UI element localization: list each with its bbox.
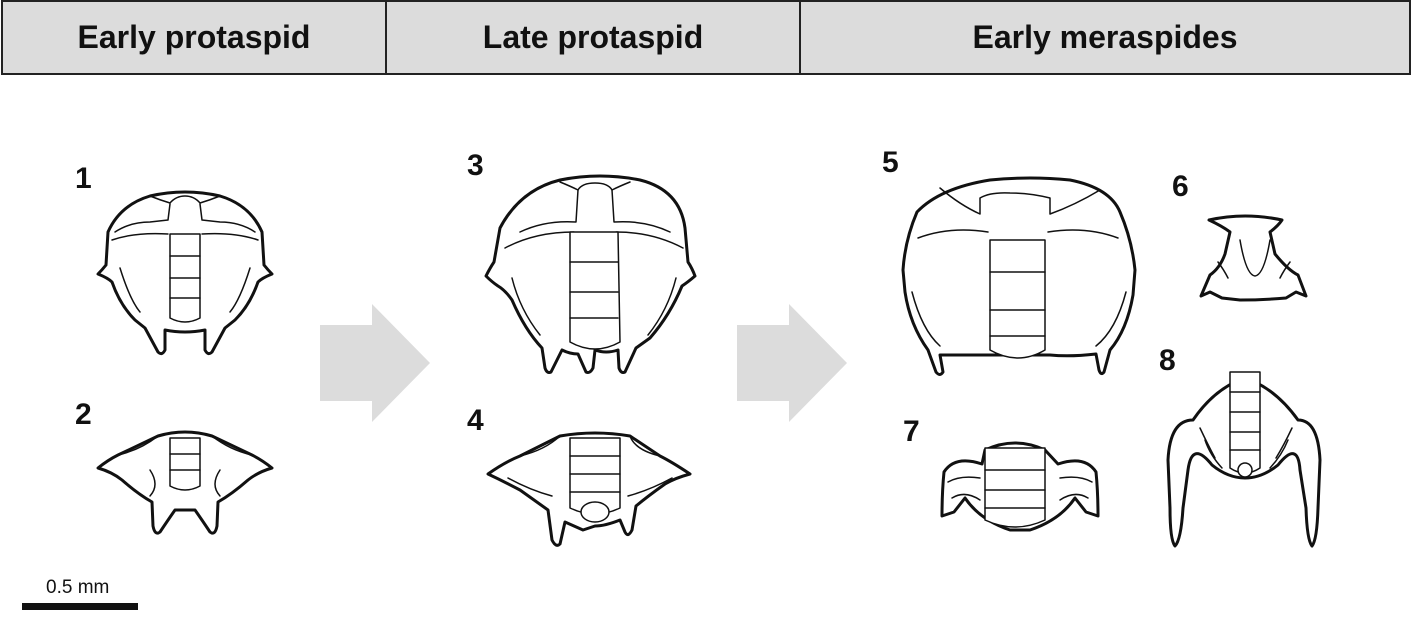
header-early-meraspides: Early meraspides [799,2,1409,73]
header-early-protaspid: Early protaspid [77,19,311,55]
stage-arrow-2 [737,304,847,422]
label-specimen-2: 2 [75,398,92,431]
label-specimen-6: 6 [1172,170,1189,203]
specimen-7-drawing [940,441,1100,532]
stage-arrow-1 [320,304,430,422]
label-specimen-3: 3 [467,149,484,182]
specimen-2-drawing [96,430,274,535]
specimen-8-drawing [1166,371,1322,548]
stage-header: Early protaspid Late protaspid Early mer… [1,0,1411,75]
label-specimen-1: 1 [75,162,92,195]
specimen-6-drawing [1199,214,1308,302]
specimen-5-drawing [901,176,1137,376]
scale-bar-label: 0.5 mm [46,577,109,598]
label-specimen-4: 4 [467,404,484,437]
header-late-protaspid: Late protaspid [385,2,799,73]
specimen-4-drawing [486,431,692,547]
label-specimen-8: 8 [1159,344,1176,377]
label-specimen-5: 5 [882,146,899,179]
specimen-3-drawing [484,174,697,374]
specimen-1-drawing [96,190,274,356]
scale-bar [22,603,138,610]
label-specimen-7: 7 [903,415,920,448]
